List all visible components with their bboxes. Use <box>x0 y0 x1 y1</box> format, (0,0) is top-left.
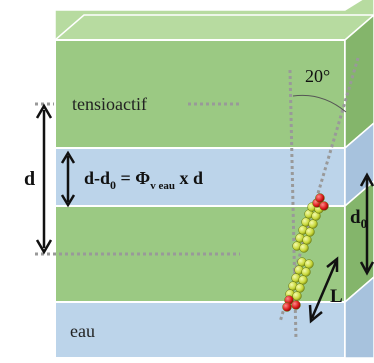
molecule-head-atom <box>315 193 325 203</box>
molecule-tail-atom <box>301 267 311 277</box>
molecule-tail-atom <box>304 259 314 269</box>
molecule-head-atom <box>319 201 329 211</box>
water-layer-bottom <box>54 301 346 359</box>
water-label: eau <box>70 321 95 341</box>
block-top-cap <box>52 14 374 41</box>
molecule-tail-atom <box>308 219 318 229</box>
length-label: L <box>330 286 343 307</box>
surfactant-label: tensioactif <box>72 94 147 114</box>
equation-phi-sub: v eau <box>150 180 175 192</box>
length-arrow <box>308 256 339 324</box>
d-minus-d0-arrow <box>60 150 76 208</box>
d0-subscript: 0 <box>361 216 368 231</box>
equation-eq: = Φ <box>116 168 150 188</box>
d0-label: d0 <box>350 207 367 231</box>
d0-arrow <box>359 172 374 276</box>
molecule-tail-atom <box>295 283 305 293</box>
molecule-tail-atom <box>305 227 315 237</box>
equation-label: d-d0 = Φv eau x d <box>84 168 203 192</box>
surfactant-molecule <box>282 193 329 312</box>
molecule-head-atom <box>291 300 301 310</box>
equation-lhs: d-d <box>84 168 110 188</box>
angle-label: 20° <box>305 66 330 86</box>
d0-main: d <box>350 207 361 228</box>
d-arrow <box>35 103 53 255</box>
d-label: d <box>24 168 35 190</box>
molecule-head-atom <box>282 302 292 312</box>
molecule-tail-atom <box>302 235 312 245</box>
equation-lhs-sub: 0 <box>110 178 116 192</box>
water-side-bottom <box>344 276 374 359</box>
angle-arc <box>292 94 347 113</box>
equation-rhs: x d <box>175 168 203 188</box>
molecule-tail-atom <box>298 275 308 285</box>
surfactant-side-top <box>344 14 374 150</box>
molecule-tail-atom <box>299 243 309 253</box>
surfactant-layer-top <box>54 39 346 149</box>
molecule-tail-atom <box>292 291 302 301</box>
